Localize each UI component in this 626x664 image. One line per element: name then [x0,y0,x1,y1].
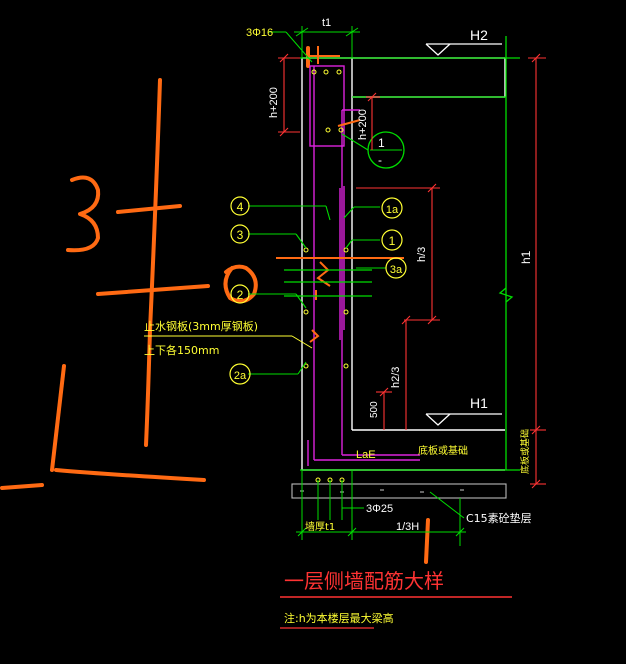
callout-1a: 1a [381,197,403,219]
h1-dim-label: h1 [519,250,533,264]
section-dash: - [378,153,382,167]
callout-leaders [248,133,386,375]
wall-thickness-label: 墙厚t1 [305,520,335,533]
lae-label: LaE [356,449,376,461]
waterstop-note-leaders [144,335,313,349]
slab-note: 底板或基础 [418,444,468,457]
bottom-bars-label: 3Φ25 [366,503,393,515]
level-h1-label: H1 [470,395,488,411]
top-bars-label: 3Φ16 [246,27,273,39]
handwritten-annotation [0,46,430,564]
right-h200-label: h+200 [357,109,369,140]
drawing-note: 注:h为本楼层最大梁高 [284,611,394,625]
callout-1-label: 1 [389,234,396,248]
callout-3-label: 3 [237,228,244,242]
top-t1-label: t1 [322,17,331,29]
callout-1: 1 [381,229,403,251]
callout-4: 4 [230,196,250,216]
waterstop-note-line2: 上下各150mm [144,343,219,357]
c15-note: C15素砼垫层 [466,511,532,525]
drawing-title: 一层侧墙配筋大样 [284,569,444,593]
top-dimension [268,26,360,63]
level-h2-label: H2 [470,27,488,43]
right-side-note: 底板或基础 [519,429,531,474]
right-h200-dimension [366,92,380,150]
left-h200-dimension [278,53,300,137]
callout-3a-label: 3a [390,264,403,276]
section-mark: 1 - [367,131,405,169]
one-third-h-label: 1/3H [396,521,419,533]
callout-3: 3 [230,224,250,244]
callout-3a: 3a [385,257,407,279]
callout-2-label: 2 [237,288,244,302]
waterstop-detail [276,46,404,343]
h-third-dimensions [356,183,440,430]
left-h200-label: h+200 [268,87,280,118]
waterstop-note-line1: 止水钢板(3mm厚钢板) [144,319,258,333]
h-third-label: h/3 [416,247,428,262]
callout-2: 2 [230,284,250,304]
section-number: 1 [378,136,385,150]
callout-2a-label: 2a [234,370,247,382]
level-markers [425,43,502,426]
callout-1a-label: 1a [386,204,399,216]
h1-dimension [528,53,546,489]
h2-third-label: h2/3 [390,367,402,388]
callout-4-label: 4 [237,200,244,214]
rebar-layout [307,65,420,466]
bottom-dimensions [296,470,466,546]
foundation-slab [291,483,507,499]
dim-500-label: 500 [369,401,380,418]
waterstop-green-bars [284,269,372,297]
callout-2a: 2a [229,363,251,385]
rebar-dots [303,69,349,483]
